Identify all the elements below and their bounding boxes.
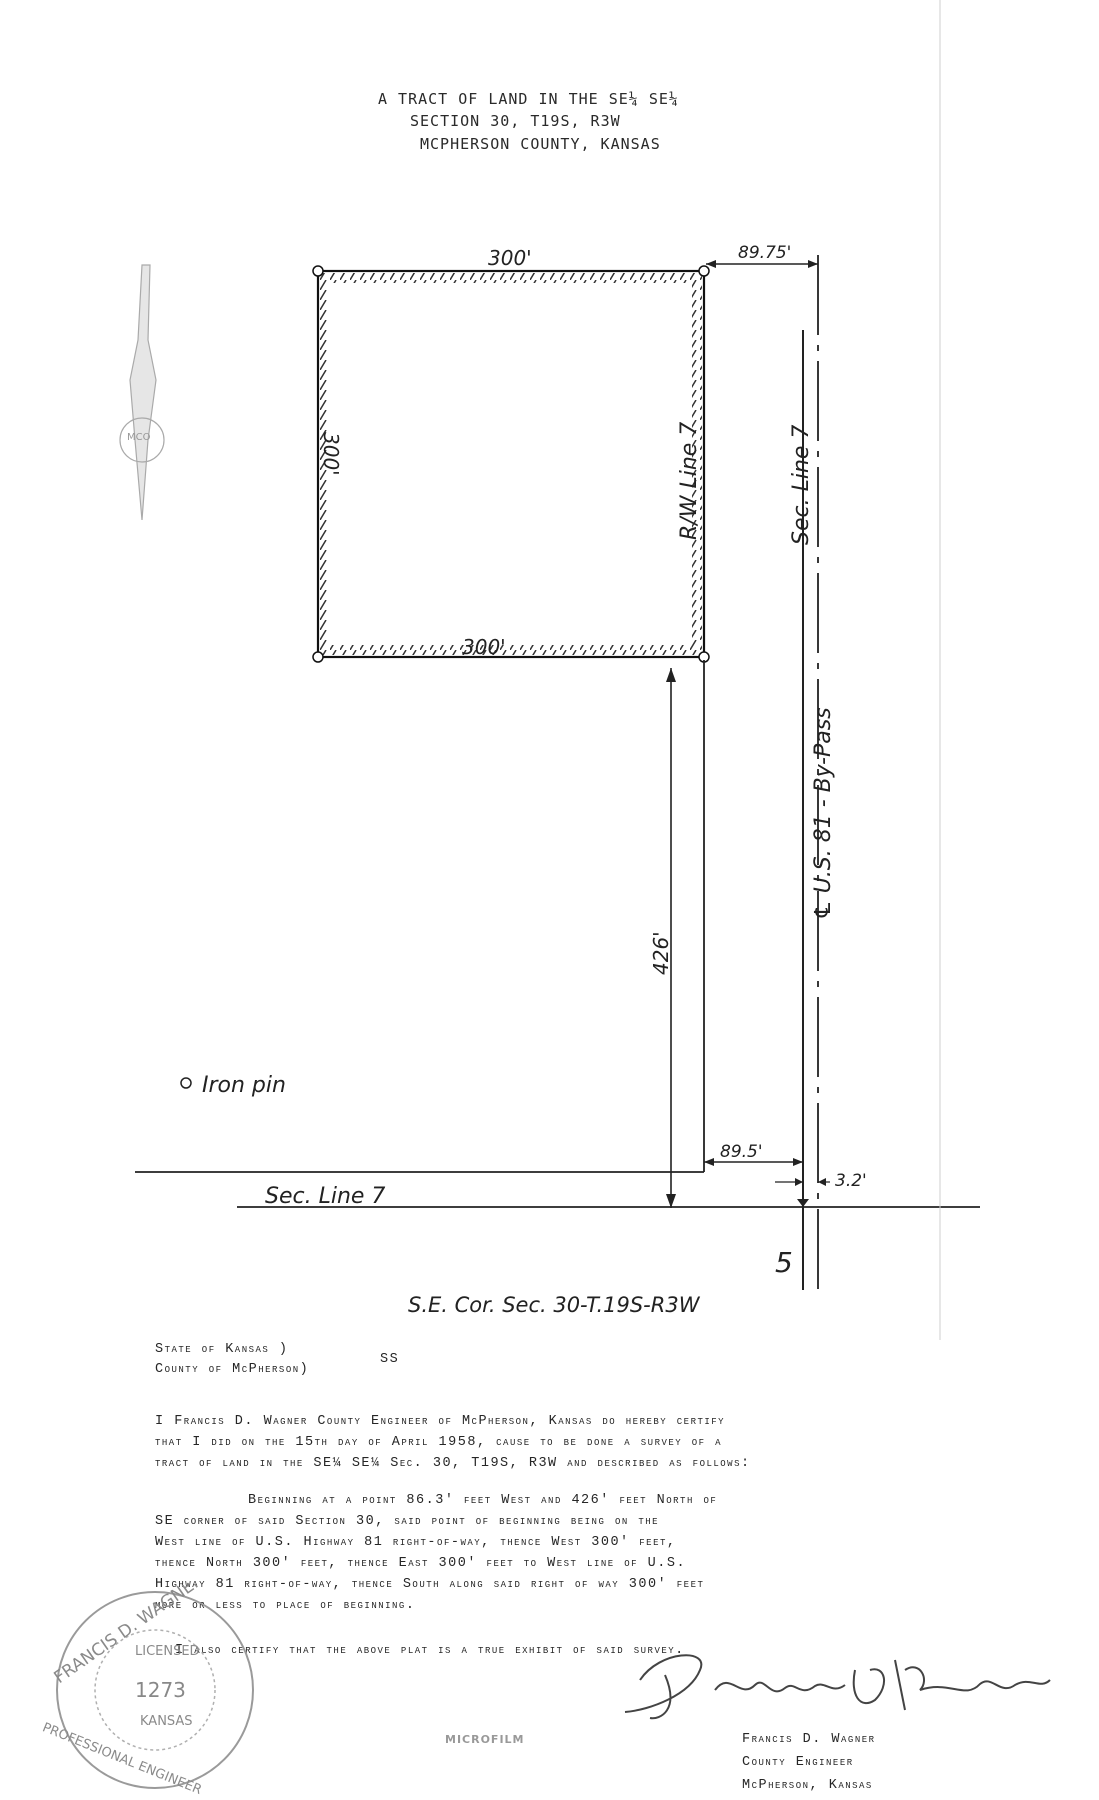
- signer-name: Francis D. Wagner: [742, 1732, 876, 1747]
- corner-sw-pin: [312, 651, 324, 663]
- header-line-2: SECTION 30, T19S, R3W: [410, 112, 621, 130]
- tract-parcel: [312, 265, 710, 663]
- seal-number: 1273: [135, 1678, 186, 1702]
- para2-line: West line of U.S. Highway 81 right-of-wa…: [155, 1535, 677, 1550]
- header-line-3: MCPHERSON COUNTY, KANSAS: [420, 135, 661, 153]
- seal-middle-text: LICENSED: [135, 1644, 200, 1659]
- description-paragraph: Beginning at a point 86.3' feet West and…: [155, 1490, 717, 1616]
- corner-caption: S.E. Cor. Sec. 30-T.19S-R3W: [408, 1293, 701, 1317]
- engineer-seal: FRANCIS D. WAGNER LICENSED 1273 KANSAS P…: [40, 1585, 254, 1795]
- iron-pin-symbol: [180, 1077, 192, 1089]
- left-dimension: 300': [319, 432, 343, 476]
- corner-mark: 5: [775, 1246, 793, 1279]
- corner-marker: [797, 1199, 809, 1207]
- para1-line: that I did on the 15th day of April 1958…: [155, 1435, 723, 1450]
- header-line-1: A TRACT OF LAND IN THE SE¼ SE¼: [378, 90, 679, 108]
- highway-label: ℄ U.S. 81 - By-Pass: [811, 707, 836, 920]
- para2-line: Highway 81 right-of-way, thence South al…: [155, 1577, 705, 1592]
- certification-paragraph: I Francis D. Wagner County Engineer of M…: [155, 1411, 751, 1474]
- margin-stamp-initials: MCO: [127, 432, 151, 443]
- seal-bottom-text: PROFESSIONAL ENGINEER: [40, 1720, 204, 1795]
- margin-binding-mark: [119, 264, 165, 521]
- corner-ne-pin: [698, 265, 710, 277]
- rw-line-label: R/W Line 7: [677, 422, 702, 540]
- para1-line: tract of land in the SE¼ SE¼ Sec. 30, T1…: [155, 1456, 751, 1471]
- corner-nw-pin: [312, 265, 324, 277]
- top-dimension: 300': [488, 246, 532, 270]
- plat-drawing: 300' 300' 300' R/W Line 7 Sec. Line 7 ℄ …: [119, 0, 980, 1340]
- para2-line: more or less to place of beginning.: [155, 1598, 416, 1613]
- north-offset-dimension: 89.75': [738, 243, 791, 263]
- signer-title: County Engineer: [742, 1755, 854, 1770]
- vertical-distance-dimension: 426': [649, 931, 673, 975]
- small-offset-dimension: 3.2': [835, 1171, 867, 1191]
- microfilm-stamp: MICROFILM: [445, 1733, 525, 1746]
- para2-line: Beginning at a point 86.3' feet West and…: [248, 1493, 718, 1508]
- para1-line: I Francis D. Wagner County Engineer of M…: [155, 1414, 726, 1429]
- sec-line-east-label: Sec. Line 7: [789, 425, 814, 545]
- sec-line-south-label: Sec. Line 7: [265, 1184, 385, 1209]
- exhibit-certification: I also certify that the above plat is a …: [175, 1643, 685, 1658]
- state-line: State of Kansas ): [155, 1342, 289, 1357]
- seal-top-text: FRANCIS D. WAGNER: [51, 1585, 208, 1688]
- county-line: County of McPherson): [155, 1362, 310, 1377]
- iron-pin-label: Iron pin: [202, 1073, 286, 1098]
- bottom-dimension: 300': [462, 635, 506, 659]
- south-offset-dimension: 89.5': [720, 1142, 763, 1162]
- handwritten-signature: [624, 1654, 1051, 1720]
- ss-label: SS: [380, 1352, 400, 1367]
- signer-location: McPherson, Kansas: [742, 1778, 873, 1793]
- seal-state: KANSAS: [140, 1714, 193, 1729]
- para2-line: SE corner of said Section 30, said point…: [155, 1514, 660, 1529]
- para2-line: thence North 300' feet, thence East 300'…: [155, 1556, 687, 1571]
